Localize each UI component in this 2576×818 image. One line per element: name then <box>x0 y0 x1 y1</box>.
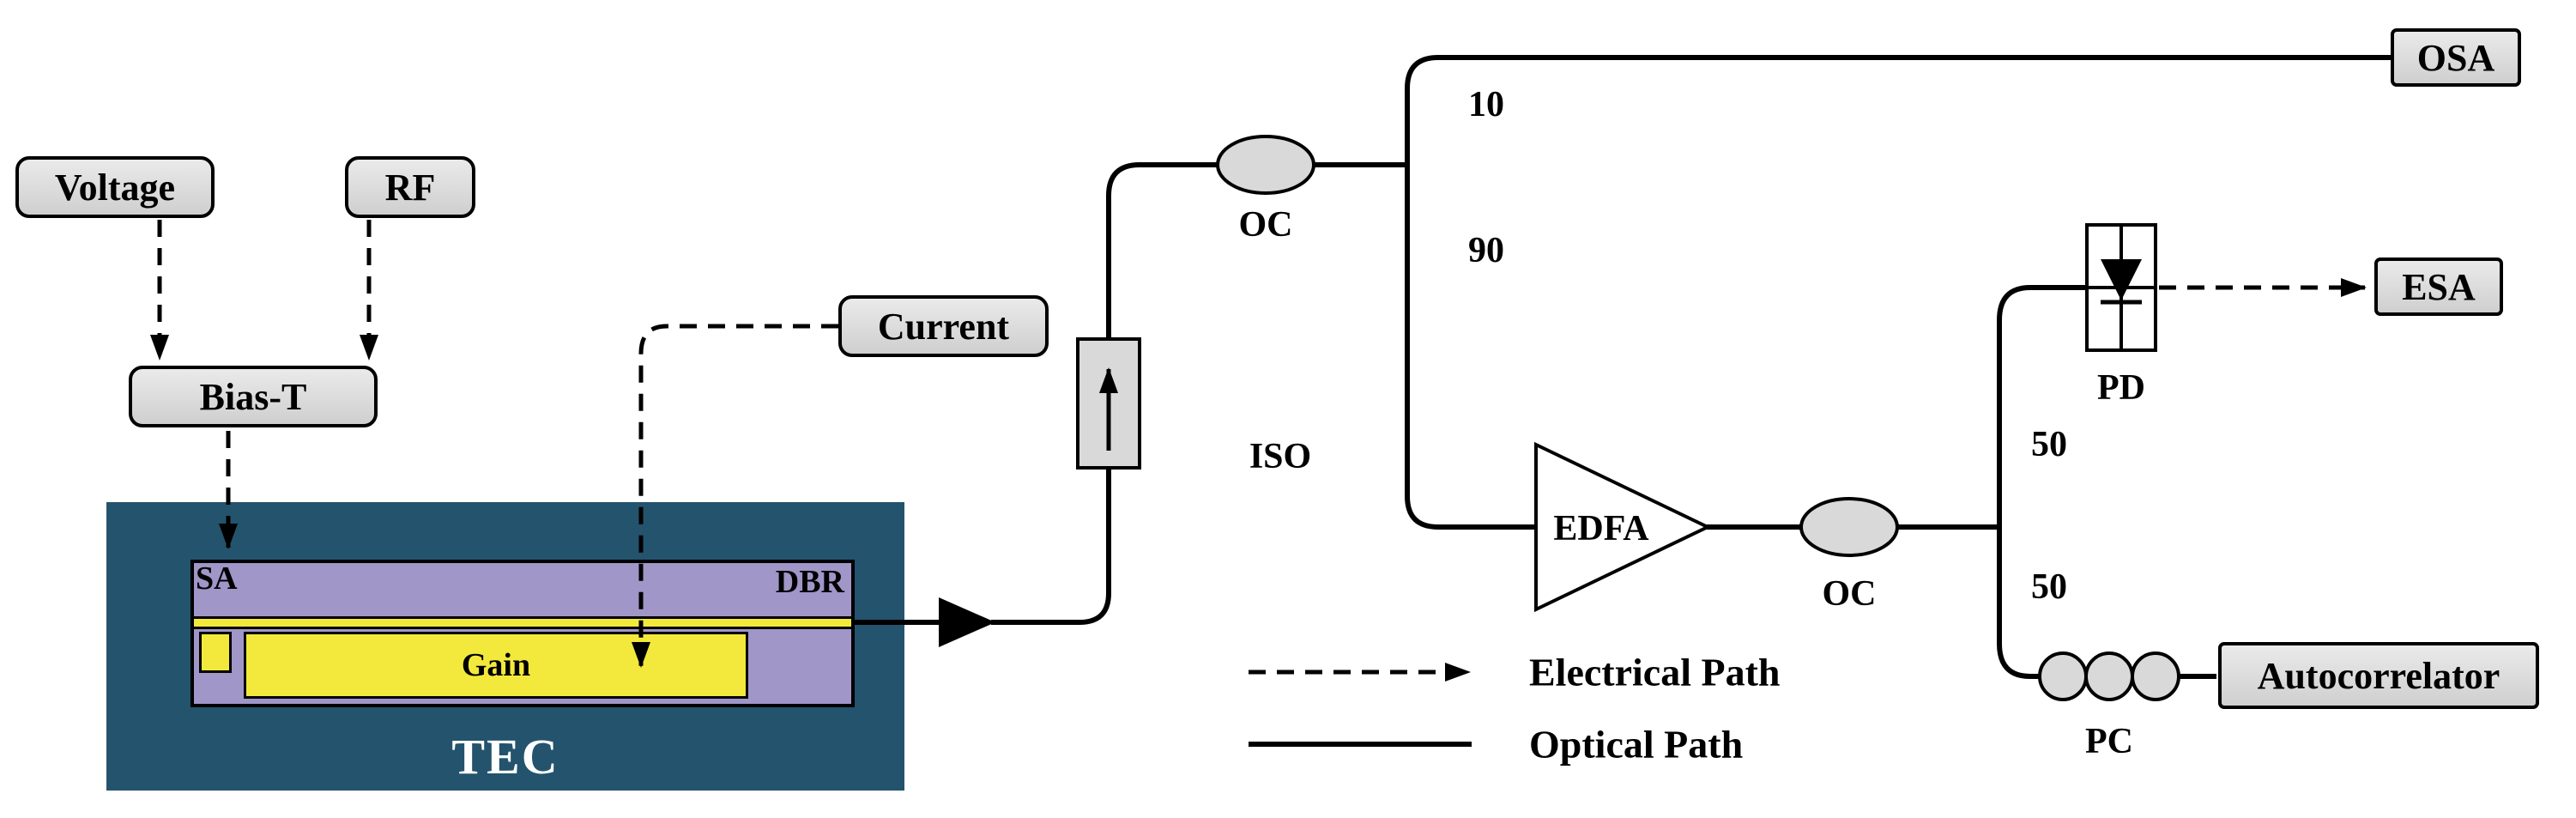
split-ratio-50-bottom-label: 50 <box>2031 567 2067 607</box>
pc-label: PC <box>2085 722 2133 761</box>
oc2-to-pd-fiber <box>1997 285 2085 527</box>
legend-optical-path-label: Optical Path <box>1529 722 1744 766</box>
pc-loop-icon <box>2038 651 2088 701</box>
split-ratio-50-top-label: 50 <box>2031 425 2067 464</box>
voltage-source-box: Voltage <box>15 156 215 218</box>
pc-loop-icon <box>2084 651 2134 701</box>
waveguide-stripe <box>194 616 851 629</box>
current-source-box: Current <box>838 295 1049 357</box>
tec-block: Gain SA DBR TEC <box>106 502 904 791</box>
pd-label: PD <box>2097 368 2145 408</box>
dbr-label: DBR <box>775 564 844 600</box>
oc2-coupler-icon <box>1799 497 1899 557</box>
oc2-to-autocorrelator-fiber <box>1997 527 2216 679</box>
split-ratio-90-label: 90 <box>1468 231 1504 270</box>
edfa-label: EDFA <box>1553 509 1649 548</box>
oc1-split-bus-fiber <box>1405 55 2391 530</box>
laser-chip: Gain SA DBR <box>190 560 855 707</box>
osa-instrument-box: OSA <box>2391 28 2521 87</box>
current-to-gain-wire <box>632 324 838 668</box>
bias-t-box: Bias-T <box>129 366 378 427</box>
gain-section: Gain <box>244 632 748 699</box>
gain-label: Gain <box>461 647 531 683</box>
pc-loop-icon <box>2131 651 2180 701</box>
isolator-to-oc1-fiber <box>1106 162 1218 337</box>
oc1-label: OC <box>1238 205 1293 245</box>
fiber-coupler-triangle-icon <box>939 597 995 647</box>
sa-contact-pad <box>199 632 232 673</box>
legend-electrical-path-label: Electrical Path <box>1529 650 1781 694</box>
rf-source-box: RF <box>345 156 475 218</box>
oc1-coupler-icon <box>1216 135 1315 195</box>
fiber-to-isolator <box>991 470 1111 625</box>
tec-label: TEC <box>451 729 559 785</box>
oc2-label: OC <box>1822 574 1877 614</box>
pd-diode-triangle <box>2101 259 2142 300</box>
autocorrelator-instrument-box: Autocorrelator <box>2218 642 2539 709</box>
iso-label: ISO <box>1249 437 1312 476</box>
split-ratio-10-label: 10 <box>1468 85 1504 124</box>
esa-instrument-box: ESA <box>2374 258 2503 316</box>
edfa-amplifier-icon <box>1534 441 1712 613</box>
sa-label: SA <box>196 560 238 597</box>
